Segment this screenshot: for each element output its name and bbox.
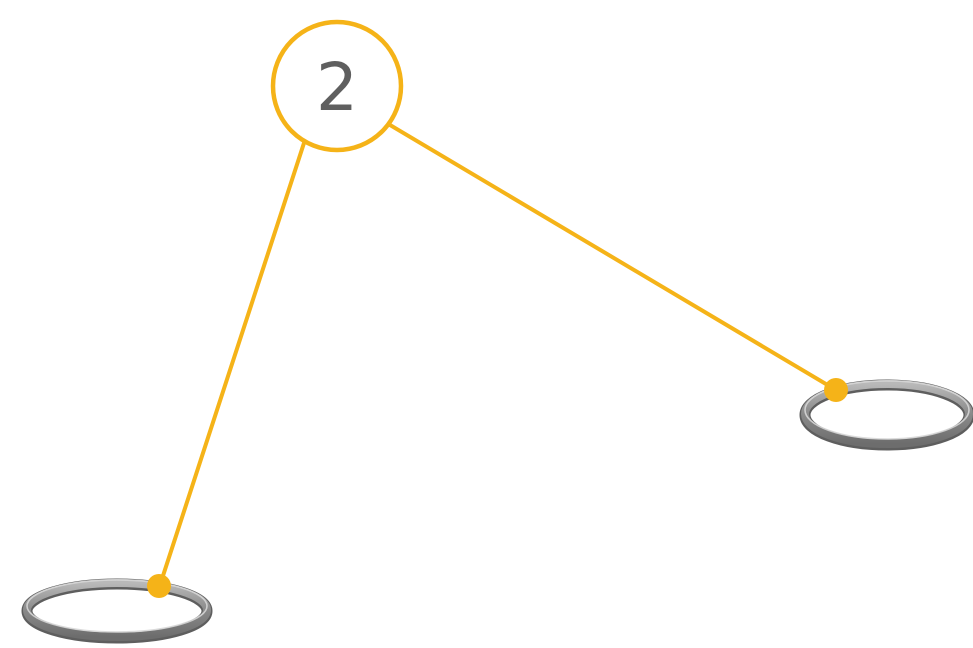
o-ring-icon (21, 578, 213, 644)
leader-line-right (388, 123, 838, 392)
leader-end-dot-right (824, 378, 848, 402)
o-ring-icon (799, 379, 973, 451)
leader-line-left (158, 141, 306, 587)
callout-number: 2 (316, 49, 358, 126)
leader-end-dot-left (147, 574, 171, 598)
callout-bubble: 2 (270, 19, 404, 153)
